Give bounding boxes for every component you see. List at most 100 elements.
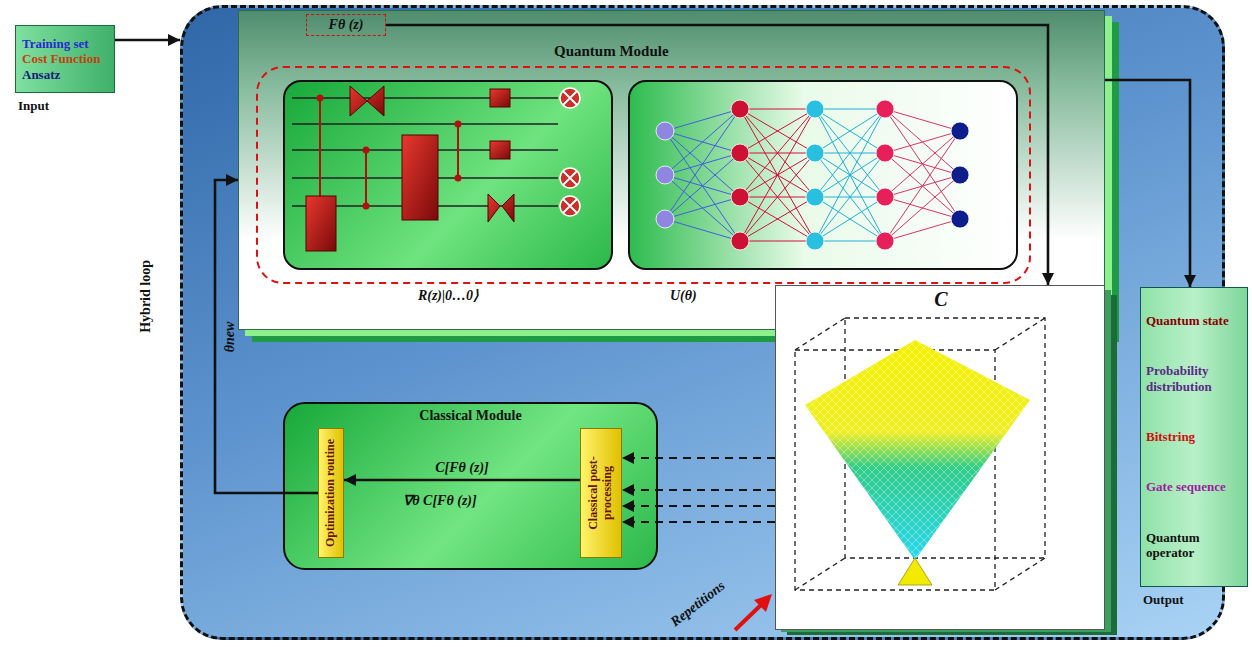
network-link [815,153,885,241]
module-panel: Classical ModuleOptimization routineClas… [283,402,658,570]
flow-arrow [386,25,1048,285]
network-neuron [656,122,674,140]
process-bar: Optimization routine [318,428,344,558]
network-link [885,175,960,241]
network-neuron [951,166,969,184]
quantum-circuit [292,177,558,179]
dashed-cube [795,318,1045,590]
network-link [665,153,740,219]
network-link [740,197,815,198]
math-label: U(θ) [670,288,697,305]
flow-arrow [215,180,318,493]
network-link [665,219,740,241]
network-link [885,219,960,241]
network-neuron [806,144,824,162]
quantum-circuit [455,121,462,128]
input-item: Training set [22,36,108,52]
network-neuron [806,232,824,250]
quantum-circuit [292,98,558,206]
process-label: Optimization routine [324,433,338,553]
network-link [815,109,885,110]
network-neuron [876,144,894,162]
network-link [740,197,815,241]
network-neuron [876,232,894,250]
measurement-symbol [560,88,580,216]
output-item: Quantum operator [1146,530,1242,561]
quantum-circuit [292,97,558,99]
network-link [740,153,815,197]
network-link [885,109,960,131]
network-link [815,109,885,153]
network-link [740,109,815,197]
network-link [740,153,815,241]
quantum-circuit [365,150,367,206]
network-neuron [951,122,969,140]
dashed-arrow [622,521,775,523]
network-link [815,241,885,242]
flow-arrow [115,39,180,42]
network-link [665,131,740,197]
network-link [740,197,815,241]
box-caption: Input [18,98,49,114]
quantum-boundary [257,67,1030,283]
network-link [740,153,815,241]
measurement-symbol [560,168,580,188]
network-neuron [951,210,969,228]
input-item: Ansatz [22,67,108,83]
dashed-arrow [622,457,775,459]
measurement-symbol [563,171,577,185]
measurement-symbol [563,199,577,213]
flow-arrow [1105,80,1190,287]
cost-landscape [898,558,932,585]
quantum-circuit [363,147,370,154]
network-neuron [876,188,894,206]
quantum-circuit [488,194,514,222]
network-link [885,131,960,197]
network-link [815,153,885,241]
quantum-circuit [306,86,514,251]
network-link [815,197,885,241]
network-link [665,109,960,241]
network-neuron [806,188,824,206]
hybrid-loop-region: Hybrid loop Quantum ModuleFθ (z) R( [180,5,1225,640]
network-link [885,109,960,219]
network-neuron [656,100,969,250]
network-link [885,153,960,175]
network-link [740,153,815,197]
network-link [665,109,740,131]
network-link [740,109,815,153]
network-link [740,109,815,197]
network-neuron [656,166,674,184]
circuit-box: R(z)|0…0⟩ [283,80,613,270]
quantum-circuit [350,86,384,116]
math-label: R(z)|0…0⟩ [285,288,611,305]
network-box: U(θ) [628,80,1018,270]
input-box: Training setCost FunctionAnsatzInput [15,25,115,93]
network-link [815,153,885,154]
repetitions-arrow [735,604,762,630]
network-link [885,109,960,175]
cost-box: C [775,285,1105,630]
network-link [665,131,740,241]
network-link [665,153,740,175]
quantum-circuit [455,175,462,182]
network-neuron [876,100,894,118]
network-neuron [731,188,749,206]
network-link [815,109,885,241]
function-box: Fθ (z) [306,14,386,36]
network-link [665,175,740,197]
network-link [885,197,960,219]
dashed-cube [995,318,1045,350]
output-item: Gate sequence [1146,479,1242,495]
module-title: Quantum Module [554,42,669,60]
region-label: Hybrid loop [138,251,155,341]
measurement-symbol [560,88,580,108]
network-link [815,197,885,241]
process-bar: Classical post-processing [580,428,622,558]
gradient-label: ∇θ C[Fθ (z)] [403,492,476,509]
network-link [815,109,885,197]
repetitions-arrow [754,594,772,612]
box-caption: Output [1143,592,1183,608]
